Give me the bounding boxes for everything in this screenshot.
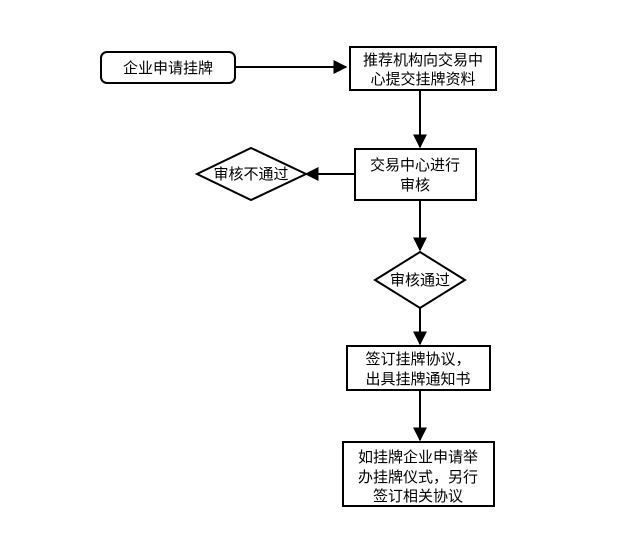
node-approved-diamond bbox=[373, 250, 467, 310]
node-rejected: 审核不通过 bbox=[194, 146, 309, 202]
node-apply: 企业申请挂牌 bbox=[100, 51, 236, 84]
node-ceremony-label-line2: 办挂牌仪式，另行 bbox=[358, 468, 478, 486]
node-ceremony-box bbox=[342, 441, 495, 507]
node-agreement: 签订挂牌协议， 出具挂牌通知书 bbox=[346, 345, 491, 391]
edges bbox=[235, 60, 427, 442]
node-ceremony: 如挂牌企业申请举 办挂牌仪式，另行 签订相关协议 bbox=[342, 441, 495, 507]
node-agreement-label-line2: 出具挂牌通知书 bbox=[365, 370, 470, 388]
node-review-label-line1: 交易中心进行 bbox=[370, 156, 460, 174]
node-review-label-line2: 审核 bbox=[400, 176, 430, 194]
node-apply-box bbox=[100, 51, 236, 84]
node-ceremony-label-line3: 签订相关协议 bbox=[373, 487, 463, 505]
node-agreement-box bbox=[346, 345, 491, 391]
node-agreement-label-line1: 签订挂牌协议， bbox=[365, 350, 470, 368]
node-apply-label: 企业申请挂牌 bbox=[123, 59, 213, 77]
node-submit-label-line1: 推荐机构向交易中 bbox=[363, 51, 483, 69]
node-submit-label-line2: 心提交挂牌资料 bbox=[370, 70, 475, 88]
node-review-box bbox=[354, 148, 477, 201]
node-ceremony-label-line1: 如挂牌企业申请举 bbox=[358, 448, 478, 466]
node-approved: 审核通过 bbox=[373, 250, 467, 310]
node-review: 交易中心进行 审核 bbox=[354, 148, 477, 201]
node-submit: 推荐机构向交易中 心提交挂牌资料 bbox=[349, 46, 497, 91]
node-submit-box bbox=[349, 46, 497, 91]
node-rejected-label: 审核不通过 bbox=[213, 165, 288, 183]
node-approved-label: 审核通过 bbox=[390, 271, 450, 289]
node-rejected-diamond bbox=[194, 146, 309, 202]
